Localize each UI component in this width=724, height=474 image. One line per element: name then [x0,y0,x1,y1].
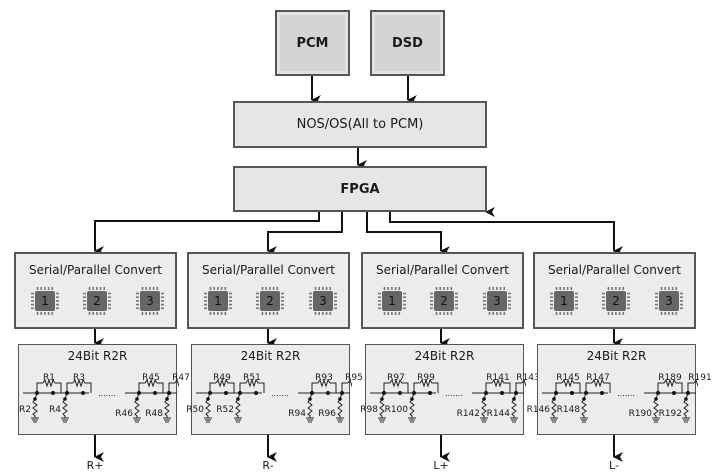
series-resistor-label: R51 [243,373,261,383]
shunt-resistor-label: R144 [486,409,510,419]
series-resistor-label: R49 [213,373,231,383]
output-label-3: L+ [433,459,449,472]
shunt-resistor-label: R98 [360,405,378,415]
arrow-fpga-to-ch1 [94,212,320,256]
shunt-resistor-label: R94 [288,409,306,419]
shunt-resistor-label: R142 [456,409,480,419]
series-resistor-label: R189 [658,373,682,383]
shunt-resistor-label: R2 [19,405,31,415]
chip-icon: 3 [135,286,165,316]
convert-title: Serial/Parallel Convert [376,263,509,277]
series-resistor-label: R95 [345,373,363,383]
chip-number: 2 [440,294,448,308]
series-resistor-label: R1 [43,373,55,383]
chip-icon: 1 [549,286,579,316]
series-resistor-label: R145 [556,373,580,383]
chip-number: 3 [319,294,327,308]
chip-icon: 1 [30,286,60,316]
serial-parallel-convert-block-3: Serial/Parallel Convert 1 2 3 [361,252,524,329]
shunt-resistor-label: R190 [628,409,652,419]
chip-number: 2 [612,294,620,308]
r2r-title: 24Bit R2R [67,349,128,363]
series-resistor-label: R99 [417,373,435,383]
chip-icon: 2 [601,286,631,316]
convert-title: Serial/Parallel Convert [29,263,162,277]
r2r-title: 24Bit R2R [586,349,647,363]
shunt-resistor-label: R96 [318,409,336,419]
convert-title: Serial/Parallel Convert [548,263,681,277]
dsd-block: DSD [370,10,445,76]
output-label-1: R+ [86,459,104,472]
pcm-label: PCM [296,35,329,51]
arrow-fpga-to-ch2 [267,212,343,256]
output-label-2: R- [262,459,274,472]
arrow-fpga-to-ch4 [389,212,623,256]
serial-parallel-convert-block-4: Serial/Parallel Convert 1 2 3 [533,252,696,329]
chip-number: 1 [41,294,49,308]
ellipsis: ....... [617,389,635,398]
fpga-block: FPGA [233,166,487,212]
chip-icon: 2 [429,286,459,316]
chip-icon: 3 [654,286,684,316]
series-resistor-label: R147 [586,373,610,383]
chip-icon: 1 [377,286,407,316]
ellipsis: ....... [271,389,289,398]
shunt-resistor-label: R52 [216,405,234,415]
series-resistor-label: R143 [516,373,540,383]
shunt-resistor-label: R50 [186,405,204,415]
shunt-resistor-label: R148 [556,405,580,415]
shunt-resistor-label: R100 [384,405,408,415]
shunt-resistor-label: R46 [115,409,133,419]
shunt-resistor-label: R4 [49,405,61,415]
series-resistor-label: R3 [73,373,85,383]
chip-icon: 3 [308,286,338,316]
series-resistor-label: R47 [172,373,190,383]
arrow-fpga-to-ch3 [366,212,450,256]
ellipsis: ....... [445,389,463,398]
r2r-title: 24Bit R2R [240,349,301,363]
pcm-block: PCM [275,10,350,76]
chip-icon: 2 [82,286,112,316]
output-label-4: L- [609,459,619,472]
chip-number: 1 [388,294,396,308]
r2r-title: 24Bit R2R [414,349,475,363]
shunt-resistor-label: R48 [145,409,163,419]
chip-number: 3 [146,294,154,308]
chip-number: 2 [93,294,101,308]
series-resistor-label: R93 [315,373,333,383]
nos-os-label: NOS/OS(All to PCM) [296,117,424,132]
serial-parallel-convert-block-2: Serial/Parallel Convert 1 2 3 [187,252,350,329]
chip-number: 3 [665,294,673,308]
series-resistor-label: R141 [486,373,510,383]
series-resistor-label: R191 [688,373,712,383]
chip-number: 1 [214,294,222,308]
convert-title: Serial/Parallel Convert [202,263,335,277]
shunt-resistor-label: R146 [526,405,550,415]
chip-number: 1 [560,294,568,308]
shunt-resistor-label: R192 [658,409,682,419]
chip-icon: 3 [482,286,512,316]
chip-icon: 1 [203,286,233,316]
chip-number: 2 [266,294,274,308]
ellipsis: ....... [98,389,116,398]
dsd-label: DSD [392,35,423,51]
nos-os-block: NOS/OS(All to PCM) [233,101,487,148]
chip-icon: 2 [255,286,285,316]
series-resistor-label: R45 [142,373,160,383]
serial-parallel-convert-block-1: Serial/Parallel Convert 1 2 3 [14,252,177,329]
series-resistor-label: R97 [387,373,405,383]
chip-number: 3 [493,294,501,308]
fpga-label: FPGA [340,181,380,197]
